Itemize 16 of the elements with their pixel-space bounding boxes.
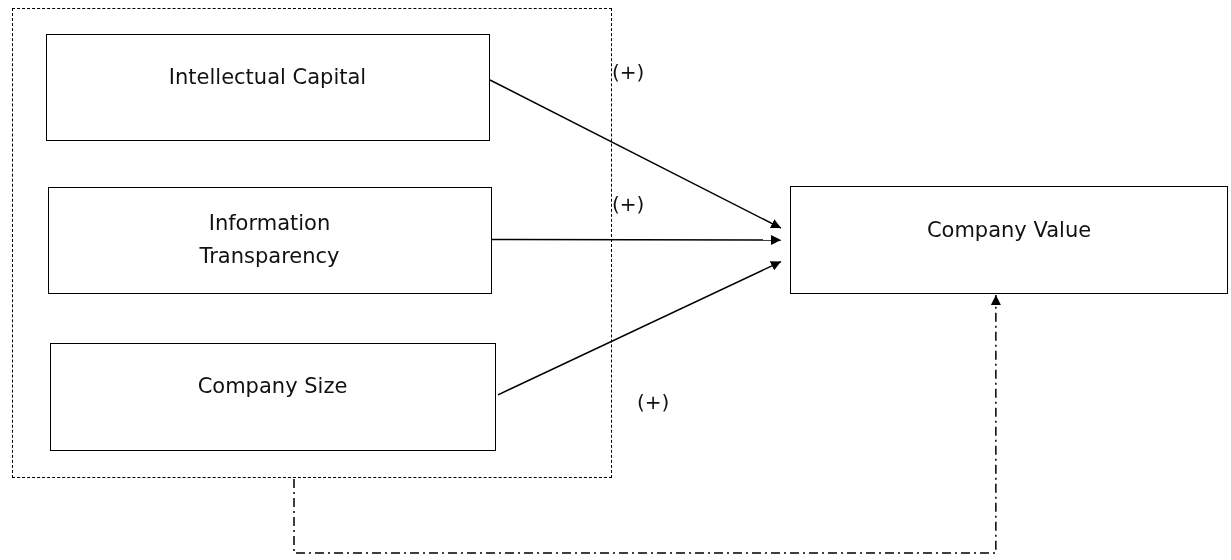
variable-box xyxy=(47,186,492,294)
arrow xyxy=(293,294,1001,554)
variable-box xyxy=(790,186,1228,294)
variable-name: Information Transparency xyxy=(198,210,341,270)
arrow xyxy=(491,235,782,245)
sign-label: (+) xyxy=(637,390,670,414)
arrow xyxy=(489,79,782,229)
variable-box xyxy=(45,33,490,141)
group-box xyxy=(12,8,612,478)
arrow xyxy=(497,260,782,396)
sign-label: (+) xyxy=(612,60,645,84)
variable-name: Company Value xyxy=(926,216,1092,244)
variable-box xyxy=(49,342,496,451)
variable-name: Intellectual Capital xyxy=(168,63,367,91)
sign-label: (+) xyxy=(612,192,645,216)
variable-name: Company Size xyxy=(197,373,348,401)
